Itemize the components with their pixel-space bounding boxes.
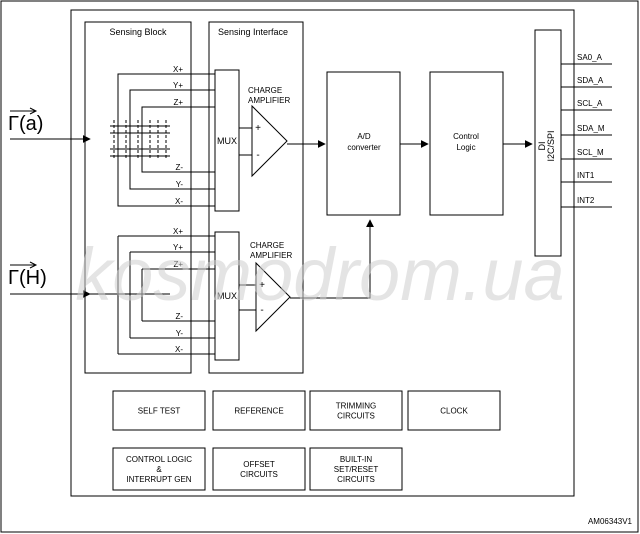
upper-axis-labels: X+ Y+ Z+ Z- Y- X-	[173, 65, 183, 206]
lower-axis-label: Z-	[175, 312, 183, 321]
function-block-label: SET/RESET	[334, 465, 379, 474]
function-block-label: CIRCUITS	[337, 412, 375, 421]
upper-amp-label-1: CHARGE	[248, 86, 282, 95]
lower-amp-minus: -	[260, 305, 263, 316]
upper-axis-label: Z-	[175, 163, 183, 172]
function-block	[309, 390, 403, 431]
function-block-label: CLOCK	[440, 407, 468, 416]
function-block-label: CIRCUITS	[240, 470, 278, 479]
function-block-label: OFFSET	[243, 460, 275, 469]
lower-amp-to-adc	[290, 219, 374, 299]
lower-axis-label: X-	[175, 345, 183, 354]
interface-di-label: DI	[537, 142, 547, 151]
interface-bus-label: I2C/SPI	[546, 130, 556, 161]
accel-input-vector-head	[29, 107, 38, 115]
i2c-spi-interface	[534, 29, 562, 257]
ad-converter-label-1: A/D	[357, 132, 371, 141]
upper-axis-label: Y+	[173, 81, 183, 90]
mag-input-label: Γ(H)	[8, 267, 47, 289]
lower-mux-label: MUX	[217, 291, 237, 301]
upper-amp-label-2: AMPLIFIER	[248, 96, 290, 105]
lower-sensor-wiring	[90, 235, 215, 355]
sensing-interface-title: Sensing Interface	[218, 27, 288, 37]
upper-axis-label: Y-	[176, 180, 184, 189]
control-logic-label-2: Logic	[456, 143, 475, 152]
upper-mux	[214, 69, 240, 212]
sensing-block-title: Sensing Block	[109, 27, 167, 37]
pin-label: SCL_M	[577, 148, 604, 157]
lower-charge-amplifier	[255, 261, 291, 333]
function-block-label: CONTROL LOGIC	[126, 455, 192, 464]
function-block-label: CIRCUITS	[337, 475, 375, 484]
sensing-block	[84, 21, 192, 374]
function-blocks-row-2: CONTROL LOGIC&INTERRUPT GENOFFSETCIRCUIT…	[112, 447, 403, 491]
pin-label: SDA_M	[577, 124, 605, 133]
sensing-interface	[208, 21, 304, 374]
upper-charge-amplifier	[251, 104, 288, 178]
function-block-label: &	[156, 465, 162, 474]
lower-axis-label: Y+	[173, 243, 183, 252]
pin-label: INT1	[577, 171, 595, 180]
function-block	[407, 390, 501, 431]
upper-amp-minus: -	[256, 150, 259, 161]
doc-code: AM06343V1	[588, 517, 633, 526]
upper-sensor-wiring	[110, 73, 215, 207]
pin-label: INT2	[577, 196, 595, 205]
function-block	[212, 390, 306, 431]
ad-converter-label-2: converter	[347, 143, 381, 152]
function-block-label: TRIMMING	[336, 402, 376, 411]
upper-axis-label: X+	[173, 65, 183, 74]
function-block-label: REFERENCE	[234, 407, 283, 416]
control-logic-label-1: Control	[453, 132, 479, 141]
lower-mux	[214, 231, 240, 361]
upper-amp-plus: +	[255, 123, 261, 134]
lower-amp-label-2: AMPLIFIER	[250, 251, 292, 260]
lower-axis-label: Z+	[173, 260, 183, 269]
function-block-label: SELF TEST	[138, 407, 181, 416]
upper-axis-label: Z+	[173, 98, 183, 107]
pin-label: SDA_A	[577, 76, 604, 85]
function-block-label: INTERRUPT GEN	[126, 475, 191, 484]
watermark: kosmodrom.ua	[75, 233, 564, 316]
lower-axis-label: X+	[173, 227, 183, 236]
upper-axis-label: X-	[175, 197, 183, 206]
function-block	[112, 447, 206, 491]
lower-amp-plus: +	[259, 280, 265, 291]
lower-axis-labels: X+ Y+ Z+ Z- Y- X-	[173, 227, 183, 354]
pin-label: SCL_A	[577, 99, 603, 108]
lower-amp-label-1: CHARGE	[250, 241, 284, 250]
upper-mux-label: MUX	[217, 136, 237, 146]
function-block	[112, 390, 206, 431]
chip-boundary	[70, 9, 575, 497]
accel-input-label: Γ(a)	[8, 113, 43, 135]
pin-label: SA0_A	[577, 53, 603, 62]
lower-axis-label: Y-	[176, 329, 184, 338]
function-block-label: BUILT-IN	[340, 455, 373, 464]
function-block	[309, 447, 403, 491]
function-block	[212, 447, 306, 491]
mag-input-vector-head	[29, 261, 38, 269]
